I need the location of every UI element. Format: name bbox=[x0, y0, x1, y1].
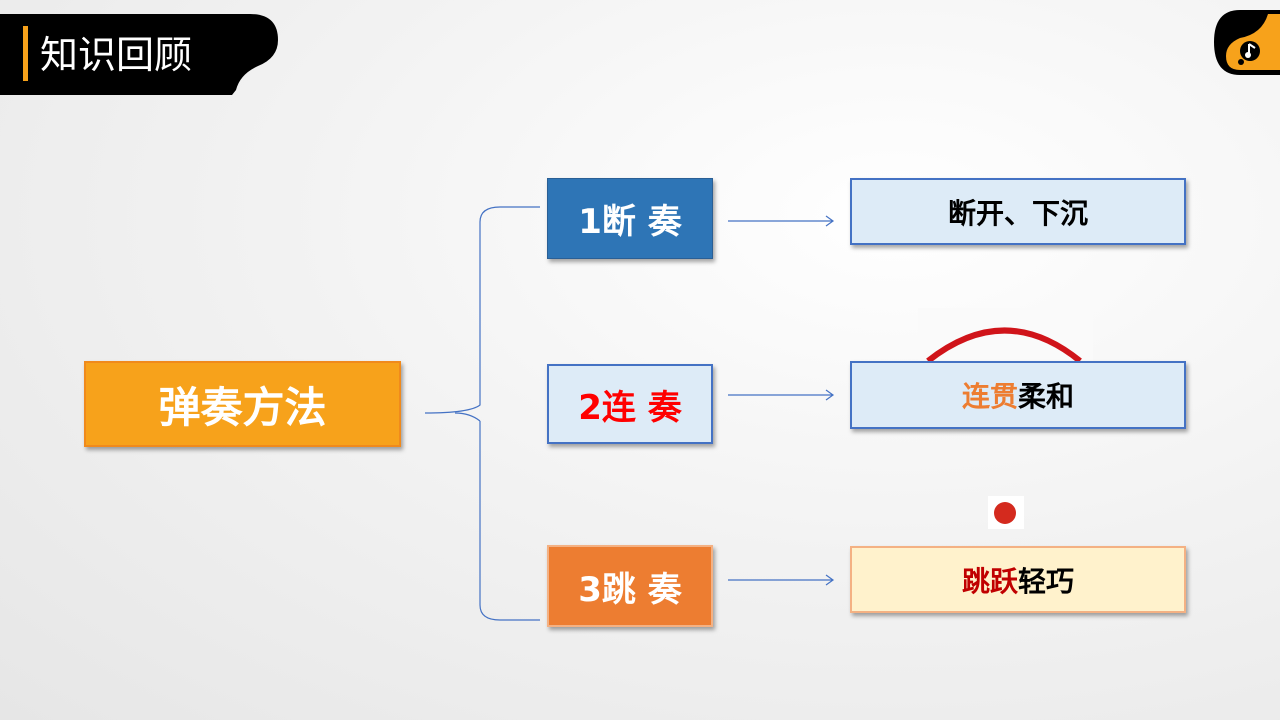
arrow-2 bbox=[728, 389, 835, 401]
title-accent-bar bbox=[23, 26, 28, 81]
method-box-3: 3跳 奏 bbox=[547, 545, 713, 627]
description-highlight: 跳跃 bbox=[961, 564, 1018, 598]
method-box-2: 2连 奏 bbox=[547, 364, 713, 444]
method-box-1: 1断 奏 bbox=[547, 178, 713, 259]
description-box-3: 跳跃轻巧 bbox=[850, 546, 1186, 613]
description-highlight: 连贯 bbox=[961, 380, 1018, 413]
staccato-dot-image bbox=[988, 496, 1024, 529]
main-topic-box: 弹奏方法 bbox=[84, 361, 401, 447]
description-text: 断开、下沉 bbox=[947, 196, 1088, 230]
page-title: 知识回顾 bbox=[40, 33, 193, 77]
arrow-3 bbox=[728, 574, 835, 586]
legato-arc-image bbox=[918, 308, 1093, 364]
music-logo-icon bbox=[1214, 10, 1280, 75]
bracket-connector bbox=[424, 206, 540, 621]
description-text: 柔和 bbox=[1018, 380, 1075, 413]
description-text: 轻巧 bbox=[1018, 564, 1075, 598]
title-banner-shape bbox=[0, 14, 278, 95]
description-box-2: 连贯柔和 bbox=[850, 361, 1186, 429]
description-box-1: 断开、下沉 bbox=[850, 178, 1186, 245]
arrow-1 bbox=[728, 215, 835, 227]
